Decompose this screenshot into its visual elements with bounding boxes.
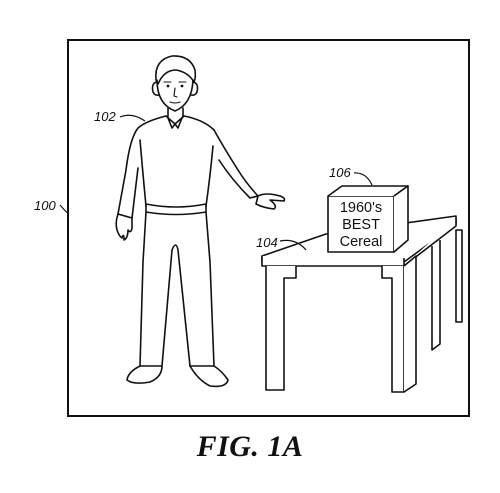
cereal-box [327,185,409,253]
leader-102 [119,114,146,122]
ref-label-100: 100 [34,198,56,213]
box-text-line1: 1960's [340,200,382,216]
scene-frame [67,39,470,417]
leader-106 [353,172,373,186]
ref-label-104: 104 [256,235,278,250]
box-text-line2: BEST [342,217,380,233]
person [115,55,286,388]
figure-caption: FIG. 1A [196,430,304,463]
ref-label-106: 106 [329,165,351,180]
leader-104 [279,239,307,251]
box-text-line3: Cereal [340,234,383,250]
ref-label-102: 102 [94,109,116,124]
leader-100 [59,204,70,215]
